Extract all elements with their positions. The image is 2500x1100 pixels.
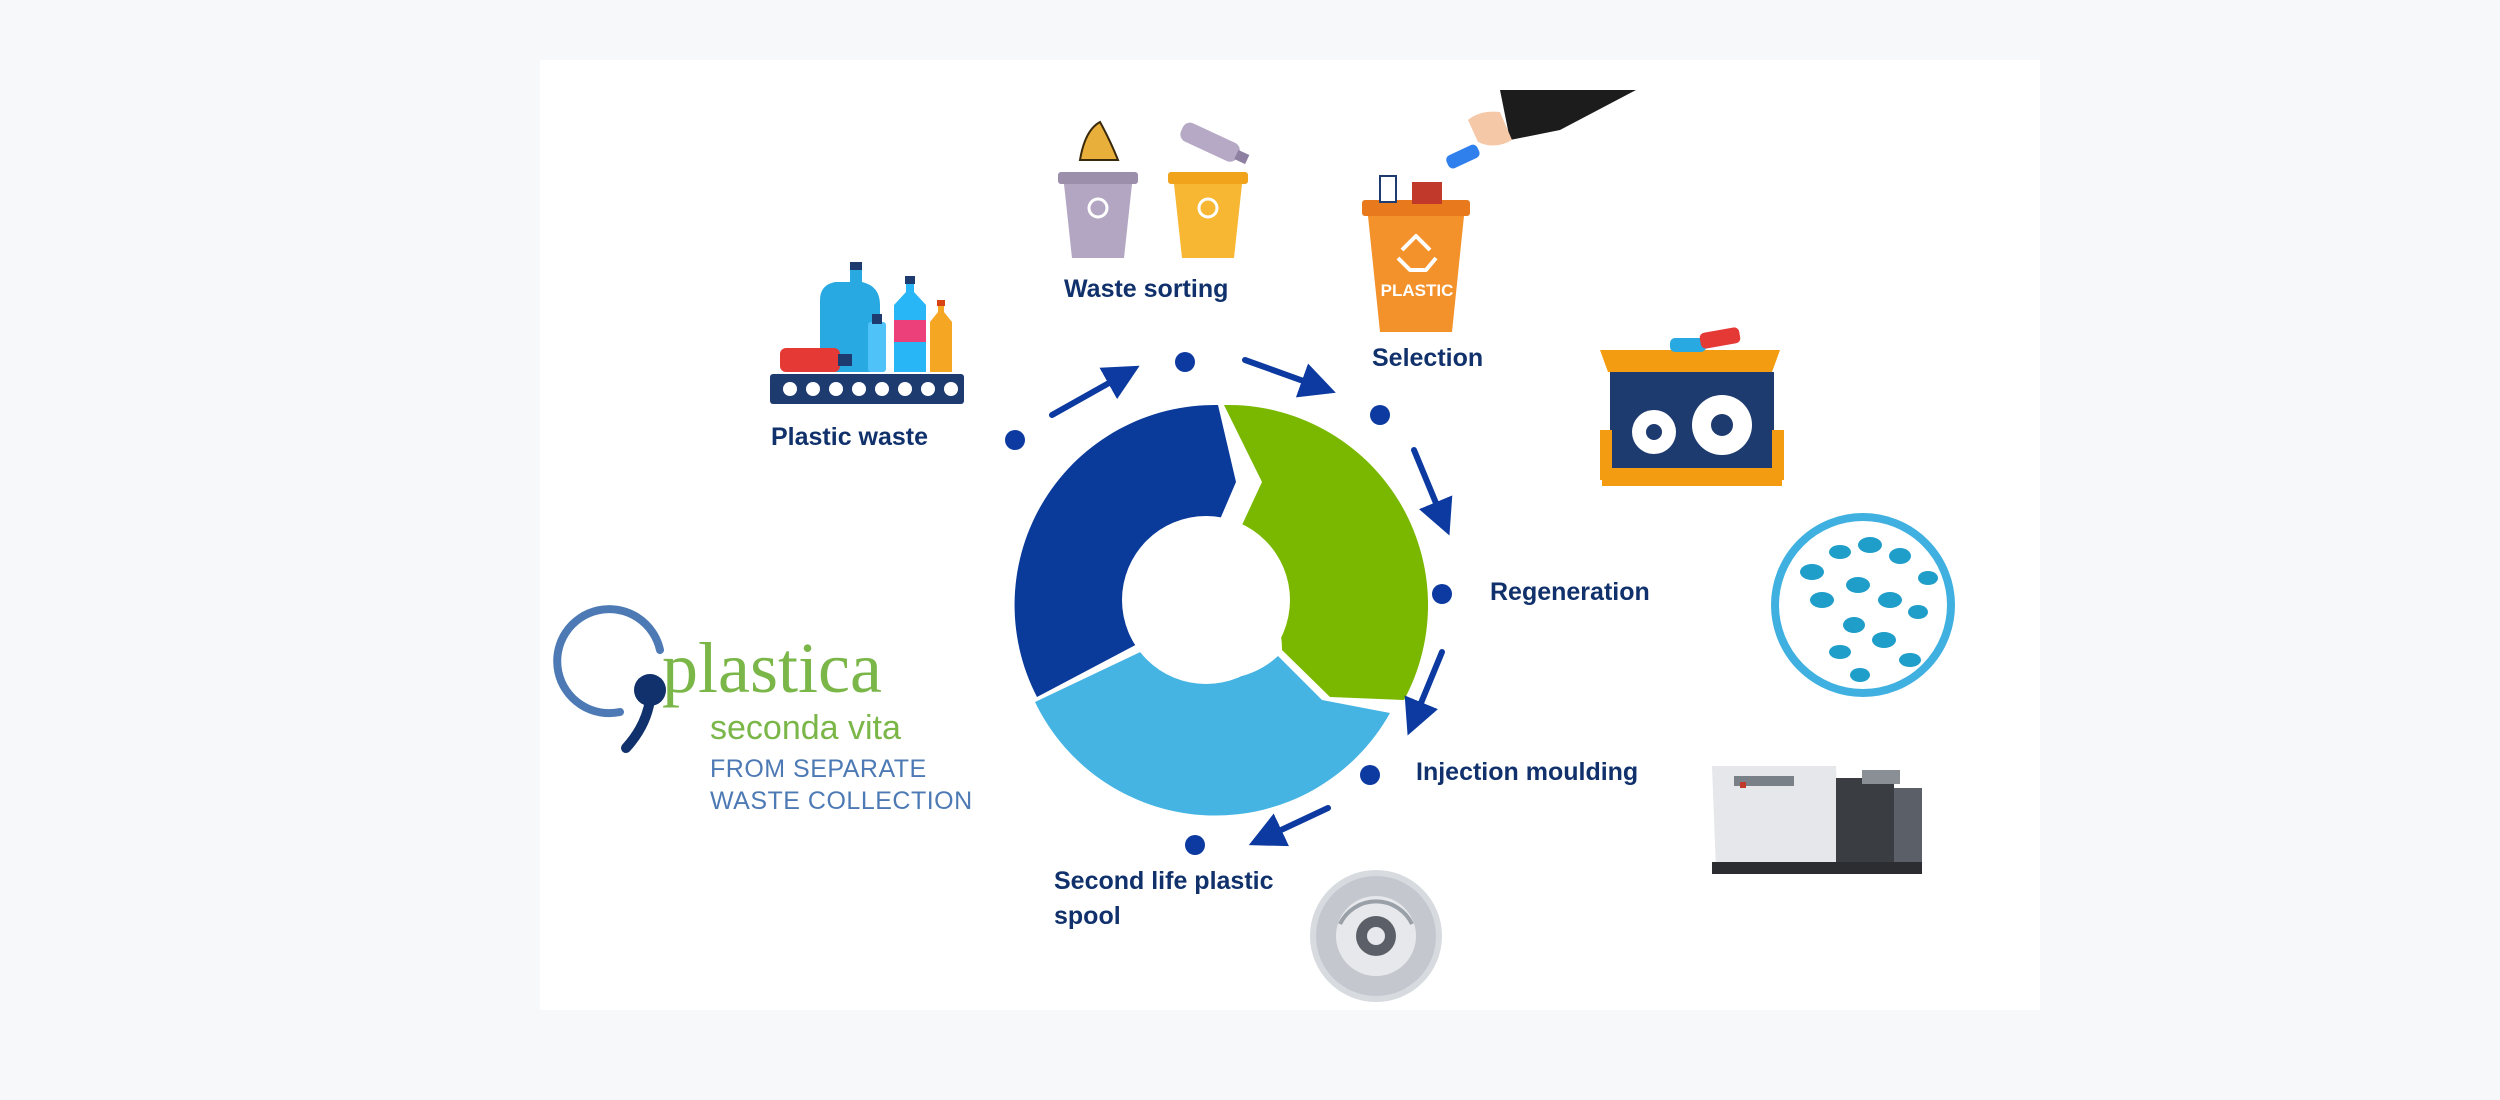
cycle-arrows — [1049, 357, 1453, 847]
dot-second-life — [1185, 835, 1205, 855]
step-label-plastic-waste: Plastic waste — [771, 423, 929, 451]
dot-selection — [1370, 405, 1390, 425]
logo-emblem — [553, 605, 666, 753]
step-label-injection-moulding: Injection moulding — [1416, 758, 1639, 786]
shredder-machine-icon — [1600, 327, 1784, 486]
light-blue-segment — [1035, 646, 1390, 816]
arrow-3 — [1411, 447, 1453, 536]
plastica-logo: plastica seconda vita FROM SEPARATE WAST… — [600, 628, 972, 828]
injection-machine-icon — [1712, 766, 1922, 874]
plastic-bin-icon: PLASTIC — [1362, 90, 1636, 332]
dot-plastic-waste — [1005, 430, 1025, 450]
step-label-selection: Selection — [1372, 344, 1484, 372]
dot-regeneration — [1432, 584, 1452, 604]
step-label-second-life-line1: Second life plastic — [1054, 867, 1274, 895]
hand-icon — [1500, 90, 1636, 140]
plastic-pellets-icon — [1771, 513, 1955, 697]
arrow-5 — [1248, 805, 1331, 847]
step-label-waste-sorting: Waste sorting — [1064, 275, 1229, 303]
arrow-1 — [1049, 365, 1140, 418]
logo-subtitle: seconda vita — [710, 709, 901, 747]
filament-spool-icon — [1310, 870, 1442, 1002]
green-segment — [1222, 404, 1429, 700]
bottles-conveyor-icon — [770, 262, 964, 404]
cycle-dots — [1005, 352, 1452, 855]
logo-line-1: FROM SEPARATE — [710, 755, 927, 783]
dark-blue-segment — [1014, 404, 1236, 697]
plastic-bin-label: PLASTIC — [1381, 281, 1454, 300]
logo-word: plastica — [662, 628, 882, 708]
dot-waste-sorting — [1175, 352, 1195, 372]
step-label-regeneration: Regeneration — [1490, 578, 1650, 606]
arrow-4 — [1404, 649, 1445, 736]
sorting-bins-icon — [1058, 120, 1250, 258]
logo-line-2: WASTE COLLECTION — [710, 787, 973, 815]
step-label-second-life-line2: spool — [1054, 902, 1121, 930]
dot-injection-moulding — [1360, 765, 1380, 785]
cycle-ring — [1014, 404, 1429, 816]
arrow-2 — [1242, 357, 1336, 398]
step-label-second-life: Second life plastic spool — [1054, 864, 1274, 934]
ring-center — [1122, 516, 1290, 684]
